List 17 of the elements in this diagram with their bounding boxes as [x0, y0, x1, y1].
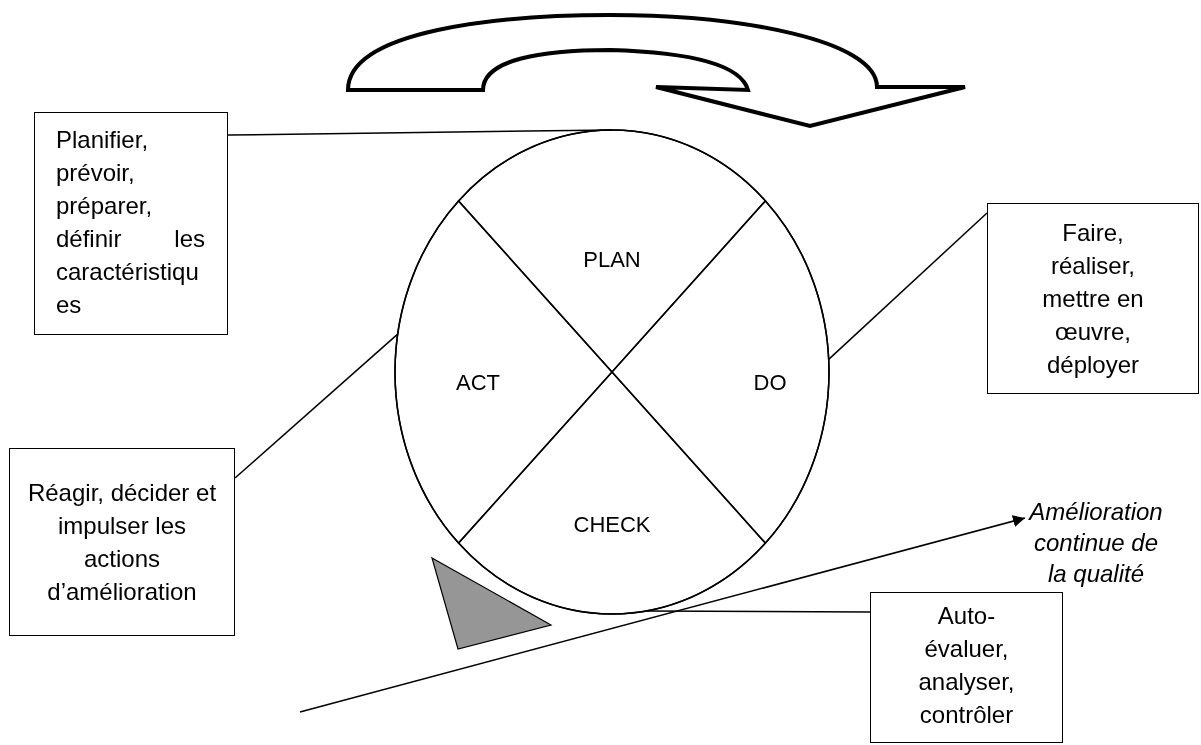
box-text: Auto-évaluer, analyser, contrôler [917, 601, 1016, 730]
text-box [34, 112, 228, 335]
box-text: Faire, réaliser, mettre en œuvre, déployer [1041, 218, 1145, 380]
sector-label: CHECK [573, 512, 651, 538]
sector-label: DO [753, 370, 787, 396]
text-box [987, 203, 1199, 394]
leader-line [645, 610, 871, 613]
text-box [9, 448, 235, 636]
text-box [870, 592, 1063, 743]
box-text: Réagir, décider et impulser les actions d’amélioration [26, 478, 218, 607]
leader-line [234, 333, 399, 479]
box-text: Planifier, prévoir, préparer, définir les caractéristiques [56, 125, 205, 320]
annotation-text: Amélioration continue de la qualité [1025, 496, 1167, 589]
arrow [299, 515, 1026, 713]
leader-line [827, 212, 988, 361]
sector-label: PLAN [583, 247, 641, 273]
sector-label: ACT [456, 370, 500, 396]
